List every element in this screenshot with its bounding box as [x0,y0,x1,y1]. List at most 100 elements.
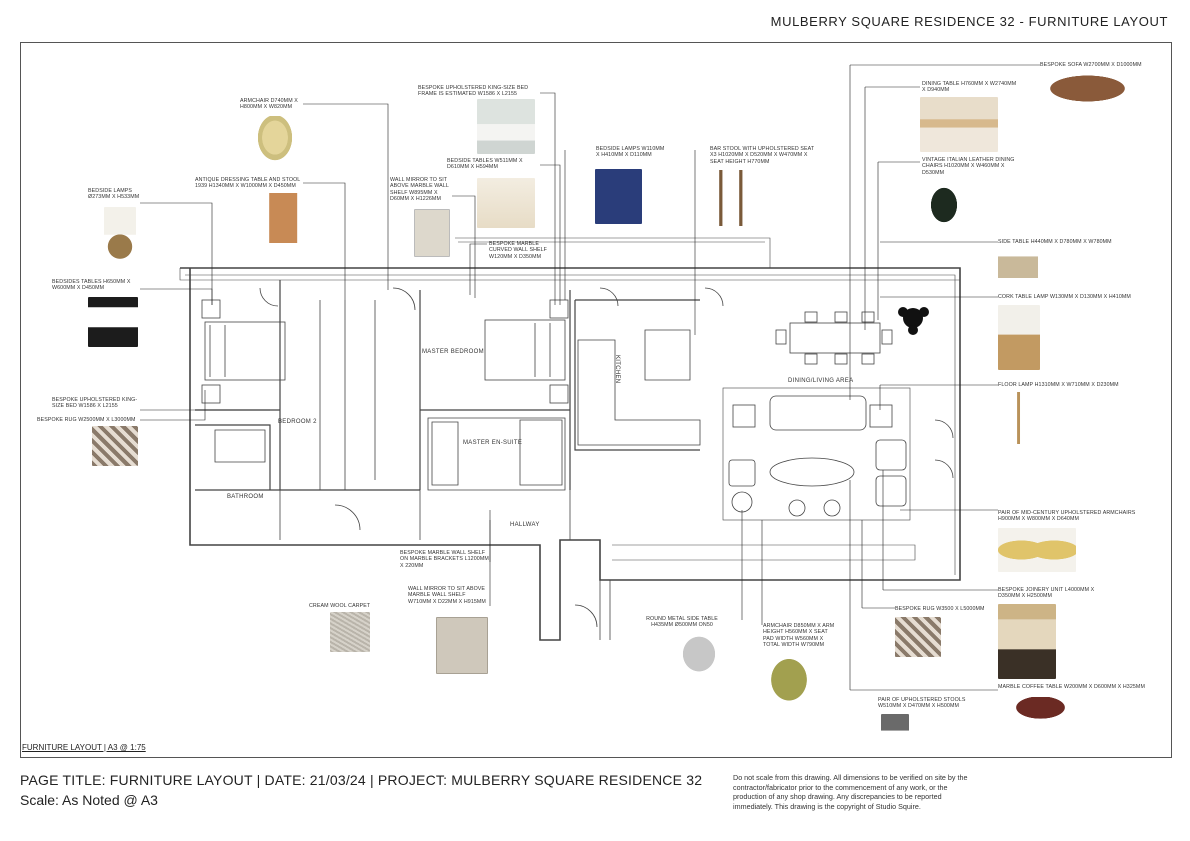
note-armchair-living: ARMCHAIR D850mm x ARM HEIGHT H560mm x SE… [763,623,835,649]
kitchen-wall [574,299,700,451]
coffee-table-thumb [998,697,1083,727]
note-cork-lamp: CORK TABLE LAMP W130mm x D130mm x H410mm [998,294,1131,300]
armchair-bedroom-thumb [255,116,295,164]
rug-living-thumb [895,617,941,657]
side-table-thumb [998,249,1038,285]
side-table-plan [731,491,753,513]
door-arc-1 [392,287,416,311]
door-arc-2 [259,287,279,307]
shower [519,419,563,486]
bar-stool-thumb [711,170,751,226]
cork-lamp-thumb [998,305,1040,370]
floor-lamp-thumb [998,392,1040,444]
room-label-bedroom2: BEDROOM 2 [278,419,317,425]
note-marble-shelf-hall: BESPOKE MARBLE WALL SHELF ON MARBLE BRAC… [400,550,489,569]
bed-bedroom2 [204,321,286,381]
living-rug [722,387,911,521]
dining-chair-7 [775,329,787,345]
dining-chair-8 [881,329,893,345]
note-armchair-bedroom: ARMCHAIR D740mm x H800mm x W820mm [240,98,298,111]
door-arc-5 [334,504,361,531]
door-arc-6 [574,604,598,628]
plant-symbol [898,307,929,335]
bedsides-tables-left-thumb [88,297,138,347]
side-table-sq2 [869,404,893,428]
wall-wardrobe [319,300,376,490]
coffee-table-plan [769,457,855,487]
dining-table-plan [789,322,881,354]
wall-mirror-hall-thumb [436,617,488,674]
note-bedside-lamps-left: BEDSIDE LAMPS Ø273mm x H533mm [88,188,140,201]
stool-plan-1 [788,499,806,517]
note-bed-left: BESPOKE UPHOLSTERED KING-SIZE BED W1586 … [52,397,138,410]
door-arc-8 [934,459,954,479]
door-arc-3 [599,287,619,307]
note-side-table: SIDE TABLE H440mm x D780mm x W780mm [998,239,1112,245]
bedside-lamps-left-thumb [104,207,136,262]
bedside-lamps-master-thumb [595,169,642,224]
dining-chair-4 [804,353,818,365]
room-label-bathroom: BATHROOM [227,494,264,500]
footer-scale: Scale: As Noted @ A3 [20,792,158,808]
dining-chair-1 [804,311,818,323]
note-joinery: BESPOKE JOINERY UNIT L4000mm x D350mm x … [998,587,1095,600]
bed-bedroom2-pillows [209,325,226,377]
sheet-title: MULBERRY SQUARE RESIDENCE 32 - FURNITURE… [770,14,1168,29]
note-bedsides-tables-left: BEDSIDES TABLES H650mm x W600MM X D450MM [52,279,131,292]
note-dining-table: DINING TABLE H760mm x W2740mm x D940mm [922,81,1017,94]
note-sofa: BESPOKE SOFA W2700mm x D1000mm [1040,62,1142,68]
dining-table-thumb [920,97,998,152]
wall-master [419,290,571,490]
footer-disclaimer: Do not scale from this drawing. All dime… [733,773,968,811]
note-bedside-lamps-master: BEDSIDE LAMPS W110mm x H410mm x D110mm [596,146,665,159]
sofa-thumb [1040,72,1135,105]
dining-chairs-thumb [925,180,963,230]
note-armchairs-pair: PAIR OF MID-CENTURY UPHOLSTERED ARMCHAIR… [998,510,1136,523]
dining-chair-5 [834,353,848,365]
note-carpet: CREAM WOOL CARPET [309,603,371,609]
bedside-4 [549,384,569,404]
note-rug-living: BESPOKE RUG W3500 X L5000MM [895,606,985,612]
room-label-master-bedroom: MASTER BEDROOM [422,349,484,355]
note-stools-pair: PAIR OF UPHOLSTERED STOOLS W510mm x D470… [878,697,966,710]
bed-frame-thumb [477,99,535,154]
bed-master-pillows [534,323,551,377]
stool-plan-2 [823,499,841,517]
note-dining-chairs: VINTAGE ITALIAN LEATHER DINING CHAIRS H1… [922,157,1015,176]
note-bed-frame: BESPOKE UPHOLSTERED KING-SIZE BED FRAME … [418,85,529,98]
footer-page-info: PAGE TITLE: FURNITURE LAYOUT | DATE: 21/… [20,772,703,788]
armchair-plan-1 [875,439,907,471]
bed-master [484,319,566,381]
carpet-swatch-thumb [330,612,370,652]
round-side-table-thumb [674,632,724,681]
kitchen-counter [577,339,701,446]
leader-lines [140,64,1040,691]
wall-mirror-bed-thumb [414,209,450,257]
door-arc-7 [934,419,954,439]
dining-chair-6 [861,353,875,365]
dining-chair-3 [861,311,875,323]
bedside-3 [549,299,569,319]
wall-bedroom2 [195,280,420,491]
bathroom-wall [195,424,271,490]
hallway-walls [279,490,571,540]
note-bedside-tables-master: BEDSIDE TABLES W511mm x D610mm x H594mm [447,158,523,171]
room-label-master-ensuite: MASTER EN-SUITE [463,440,523,446]
plan-scale-label: FURNITURE LAYOUT | A3 @ 1:75 [22,743,146,752]
note-floor-lamp: FLOOR LAMP H1310mm X W710mm X D230mm [998,382,1119,388]
kitchen-island [644,329,691,381]
bedside-tables-master-thumb [477,178,535,228]
outer-wall [180,267,961,641]
bedside-1 [201,299,221,319]
inner-wall-line [185,274,956,575]
lower-wall [599,580,611,640]
note-rug-bedroom: BESPOKE RUG W2500mm x L3000mm [37,417,136,423]
ensuite-box [427,417,566,491]
note-wall-mirror-hall: WALL MIRROR TO SIT ABOVE MARBLE WALL SHE… [408,586,486,605]
note-dressing-table: ANTIQUE DRESSING TABLE AND STOOL 1939 H1… [195,177,301,190]
armchair-plan-2 [875,475,907,507]
side-table-sq [732,404,756,428]
shower-b [214,429,266,463]
